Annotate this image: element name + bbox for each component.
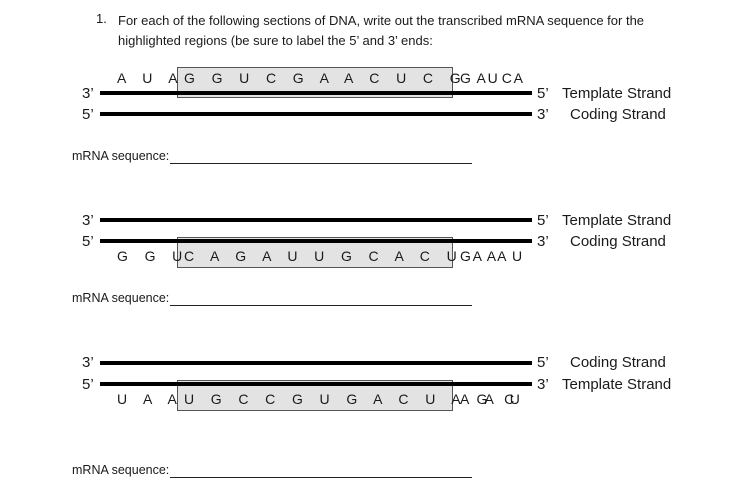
top-strand-name: Template Strand: [562, 85, 672, 102]
top-strand-line: [100, 218, 532, 222]
mrna-answer-line[interactable]: [170, 305, 472, 306]
bottom-strand-name: Coding Strand: [570, 233, 666, 250]
sequence-before: A U A: [117, 70, 185, 86]
top-strand-left-end: 3’: [82, 212, 94, 229]
question-text: For each of the following sections of DN…: [118, 13, 645, 48]
mrna-label: mRNA sequence:: [72, 149, 170, 163]
sequence-after: G U A: [460, 70, 530, 86]
bottom-strand-left-end: 5’: [82, 376, 94, 393]
bottom-strand-right-end: 3’: [537, 233, 549, 250]
top-strand-left-end: 3’: [82, 354, 94, 371]
top-strand-name: Coding Strand: [570, 354, 666, 371]
bottom-strand-line: [100, 382, 532, 386]
top-strand-line: [100, 91, 532, 95]
top-strand-right-end: 5’: [537, 85, 549, 102]
sequence-highlight: C A G A U U G C A C U A A: [184, 248, 513, 264]
bottom-strand-left-end: 5’: [82, 106, 94, 123]
top-strand-left-end: 3’: [82, 85, 94, 102]
top-strand-right-end: 5’: [537, 354, 549, 371]
bottom-strand-name: Template Strand: [562, 376, 672, 393]
sequence-before: G G U: [117, 248, 189, 264]
bottom-strand-line: [100, 112, 532, 116]
question-number: 1.: [96, 11, 107, 26]
mrna-answer-line[interactable]: [170, 163, 472, 164]
bottom-strand-name: Coding Strand: [570, 106, 666, 123]
top-strand-line: [100, 361, 532, 365]
sequence-before: U A A: [117, 391, 184, 407]
sequence-after: A A U: [460, 391, 527, 407]
mrna-label: mRNA sequence:: [72, 291, 170, 305]
sequence-highlight: G G U C G A A C U C G A C: [184, 70, 519, 86]
top-strand-name: Template Strand: [562, 212, 672, 229]
bottom-strand-line: [100, 239, 532, 243]
bottom-strand-right-end: 3’: [537, 106, 549, 123]
bottom-strand-left-end: 5’: [82, 233, 94, 250]
mrna-answer-line[interactable]: [170, 477, 472, 478]
top-strand-right-end: 5’: [537, 212, 549, 229]
bottom-strand-right-end: 3’: [537, 376, 549, 393]
mrna-label: mRNA sequence:: [72, 463, 170, 477]
sequence-highlight: U G C C G U G A C U A G C: [184, 391, 521, 407]
sequence-after: G A U: [460, 248, 529, 264]
